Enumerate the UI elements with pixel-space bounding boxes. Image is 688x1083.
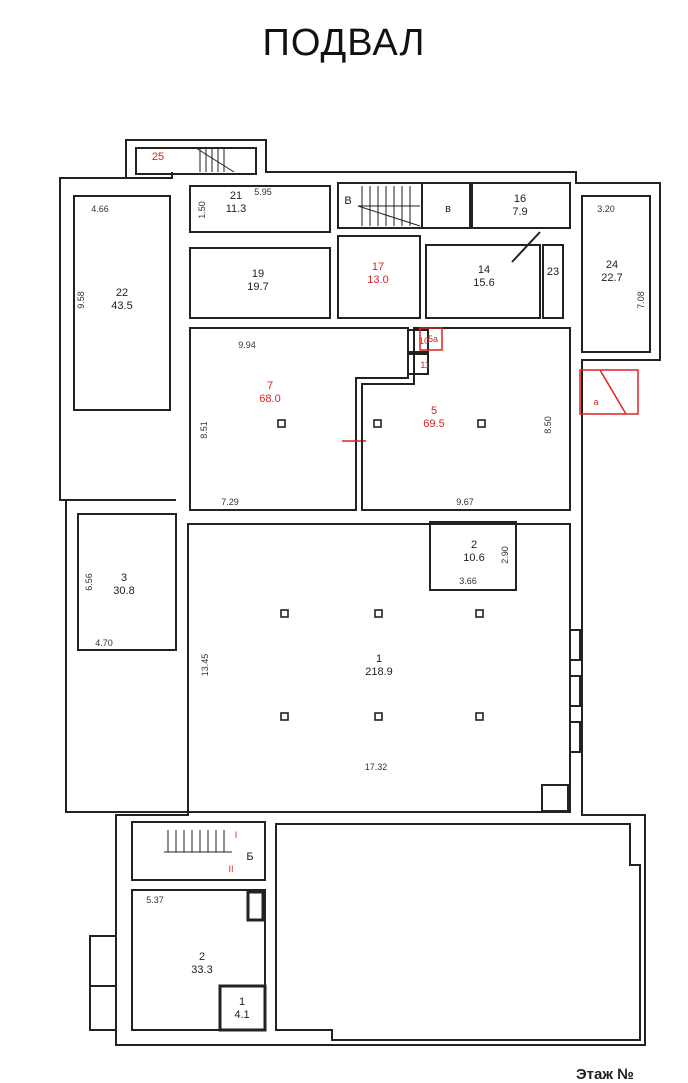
room-number: 10	[419, 336, 429, 346]
dimension: 17.32	[365, 762, 388, 772]
room-number: 21	[230, 190, 242, 202]
room-number: II	[228, 864, 233, 874]
room-area: 7.9	[512, 206, 527, 218]
room-area: 13.0	[367, 274, 388, 286]
plan-title: ПОДВАЛ	[262, 22, 426, 64]
room-number: 3	[121, 572, 127, 584]
room-1: 1 218.9 13.45 17.32	[187, 523, 581, 813]
room-5: 5 69.5 9.67 8.50	[361, 327, 571, 511]
room-25: 25	[135, 147, 257, 175]
room-area: 11.3	[226, 203, 247, 215]
room-number: 25	[152, 151, 164, 163]
room-number: 24	[606, 259, 618, 271]
room-number: 23	[547, 266, 559, 278]
dimension: 9.67	[456, 497, 474, 507]
dimension: 13.45	[200, 654, 210, 677]
room-2-lower: 2 33.3 5.37	[89, 889, 266, 1031]
room-area: 4.1	[234, 1009, 249, 1021]
room-number: 5а	[428, 334, 438, 344]
room-number: в	[445, 203, 451, 215]
room-number: Б	[246, 851, 253, 863]
room-area: 10.6	[463, 552, 484, 564]
room-area: 69.5	[423, 418, 444, 430]
dimension: 2.90	[500, 546, 510, 564]
room-number: 1	[239, 996, 245, 1008]
room-11: 11	[407, 353, 430, 375]
dimension: 9.94	[238, 340, 256, 350]
room-3: 3 30.8 6.56 4.70	[77, 513, 177, 651]
dimension: 6.56	[84, 573, 94, 591]
room-14: 14 15.6	[425, 231, 541, 319]
room-number: 11	[420, 360, 429, 370]
room-22: 22 43.5 4.66 9.58	[73, 195, 171, 411]
dimension: 3.20	[597, 204, 615, 214]
room-number: В	[344, 195, 351, 207]
room-number: 19	[252, 268, 264, 280]
room-v-small: в	[421, 182, 471, 229]
dimension: 4.66	[91, 204, 109, 214]
room-area: 68.0	[259, 393, 280, 405]
stair-room-b: Б I II	[131, 821, 266, 881]
dimension: 3.66	[459, 576, 477, 586]
dimension: 7.08	[636, 291, 646, 309]
dimension: 7.29	[221, 497, 239, 507]
dimension: 4.70	[95, 638, 113, 648]
room-number: 5	[431, 405, 437, 417]
room-number: 17	[372, 261, 384, 273]
dimension: 5.37	[146, 895, 164, 905]
room-area: 43.5	[111, 300, 132, 312]
room-area: 15.6	[473, 277, 494, 289]
room-number: I	[235, 830, 238, 840]
dimension: 8.51	[199, 421, 209, 439]
unlabeled-space	[275, 823, 641, 1041]
room-a: а	[579, 369, 639, 415]
dimension: 9.58	[76, 291, 86, 309]
room-16: 16 7.9	[471, 182, 571, 229]
dimension: 1.50	[197, 201, 207, 219]
room-24: 24 22.7 3.20 7.08	[581, 195, 651, 353]
room-number: а	[593, 397, 598, 407]
room-area: 30.8	[113, 585, 134, 597]
stairs-icon	[357, 186, 421, 227]
room-21: 21 11.3 5.95 1.50	[189, 185, 331, 233]
dimension: 5.95	[254, 187, 272, 197]
room-area: 22.7	[601, 272, 622, 284]
room-10: 10	[407, 329, 429, 353]
room-number: 7	[267, 380, 273, 392]
room-19: 19 19.7	[189, 247, 331, 319]
room-area: 33.3	[191, 964, 212, 976]
stairs-icon	[195, 147, 235, 173]
room-number: 2	[471, 539, 477, 551]
room-number: 14	[478, 264, 490, 276]
room-5a: 5а	[419, 327, 443, 351]
room-number: 1	[376, 653, 382, 665]
room-7: 7 68.0 9.94 8.51 7.29	[189, 327, 409, 511]
floor-number-label: Этаж №	[576, 1066, 634, 1083]
room-number: 16	[514, 193, 526, 205]
stair-room-v: В	[337, 182, 423, 229]
room-2: 2 10.6 3.66 2.90	[429, 521, 517, 591]
room-area: 19.7	[247, 281, 268, 293]
room-area: 218.9	[365, 666, 393, 678]
dimension: 8.50	[543, 416, 553, 434]
room-number: 22	[116, 287, 128, 299]
room-1-lower: 1 4.1	[218, 984, 267, 1032]
stairs-icon	[164, 830, 232, 853]
room-number: 2	[199, 951, 205, 963]
room-17: 17 13.0	[337, 235, 421, 319]
room-23: 23	[542, 244, 564, 319]
